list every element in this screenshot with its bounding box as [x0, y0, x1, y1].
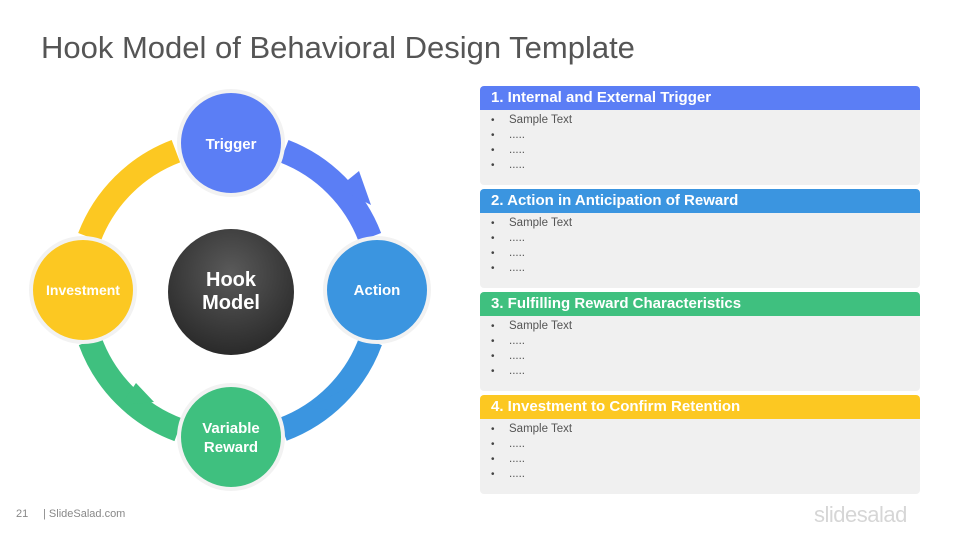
arrow-head-trigger [338, 171, 371, 205]
list-item: ..... [491, 334, 920, 349]
center-label-line1: Hook [206, 269, 257, 291]
node-reward-label-line2: Reward [204, 439, 258, 456]
list-item: ..... [491, 261, 920, 276]
panel-reward-body: Sample Text ..... ..... ..... [480, 316, 920, 391]
footer-site-link[interactable]: | SlideSalad.com [43, 508, 126, 520]
node-variable-reward [177, 383, 285, 491]
node-reward-label-line1: Variable [202, 420, 260, 437]
node-action-label: Action [354, 282, 401, 299]
list-item: ..... [491, 128, 920, 143]
panel-investment-list: Sample Text ..... ..... ..... [480, 422, 920, 482]
panel-investment-body: Sample Text ..... ..... ..... [480, 419, 920, 494]
node-investment [29, 236, 137, 344]
arc-trigger-to-action [279, 140, 382, 242]
slide-title: Hook Model of Behavioral Design Template [41, 30, 635, 65]
arc-action-to-reward [278, 336, 382, 441]
panel-reward: 3. Fulfilling Reward Characteristics Sam… [480, 292, 920, 391]
node-investment-label: Investment [46, 282, 120, 298]
list-item: Sample Text [491, 319, 920, 334]
list-item: Sample Text [491, 422, 920, 437]
page-number: 21 [16, 508, 29, 520]
list-item: ..... [491, 452, 920, 467]
center-hook-model [168, 229, 294, 355]
panel-action-heading: 2. Action in Anticipation of Reward [480, 189, 920, 213]
panel-trigger-heading: 1. Internal and External Trigger [480, 86, 920, 110]
panel-action-body: Sample Text ..... ..... ..... [480, 213, 920, 288]
list-item: ..... [491, 437, 920, 452]
list-item: ..... [491, 349, 920, 364]
list-item: ..... [491, 467, 920, 482]
list-item: ..... [491, 143, 920, 158]
panel-investment-heading: 4. Investment to Confirm Retention [480, 395, 920, 419]
panel-trigger-list: Sample Text ..... ..... ..... [480, 113, 920, 173]
list-item: Sample Text [491, 113, 920, 128]
node-trigger [177, 89, 285, 197]
arc-reward-to-investment [78, 336, 184, 442]
center-label-line2: Model [202, 292, 260, 314]
panel-trigger-body: Sample Text ..... ..... ..... [480, 110, 920, 185]
list-item: ..... [491, 364, 920, 379]
panel-trigger: 1. Internal and External Trigger Sample … [480, 86, 920, 185]
arrow-head-action [310, 388, 347, 410]
arrow-head-investment [114, 175, 139, 196]
hook-cycle-diagram: Hook Model Trigger Action Variable Rewar… [29, 89, 431, 491]
node-trigger-label: Trigger [206, 136, 257, 153]
panel-reward-heading: 3. Fulfilling Reward Characteristics [480, 292, 920, 316]
node-action [323, 236, 431, 344]
list-item: ..... [491, 246, 920, 261]
list-item: Sample Text [491, 216, 920, 231]
panel-action: 2. Action in Anticipation of Reward Samp… [480, 189, 920, 288]
slidesalad-logo: slidesalad [814, 502, 907, 527]
arc-investment-to-trigger [78, 139, 181, 242]
arrow-head-reward [121, 383, 154, 405]
list-item: ..... [491, 158, 920, 173]
list-item: ..... [491, 231, 920, 246]
panel-reward-list: Sample Text ..... ..... ..... [480, 319, 920, 379]
panel-action-list: Sample Text ..... ..... ..... [480, 216, 920, 276]
panel-investment: 4. Investment to Confirm Retention Sampl… [480, 395, 920, 494]
